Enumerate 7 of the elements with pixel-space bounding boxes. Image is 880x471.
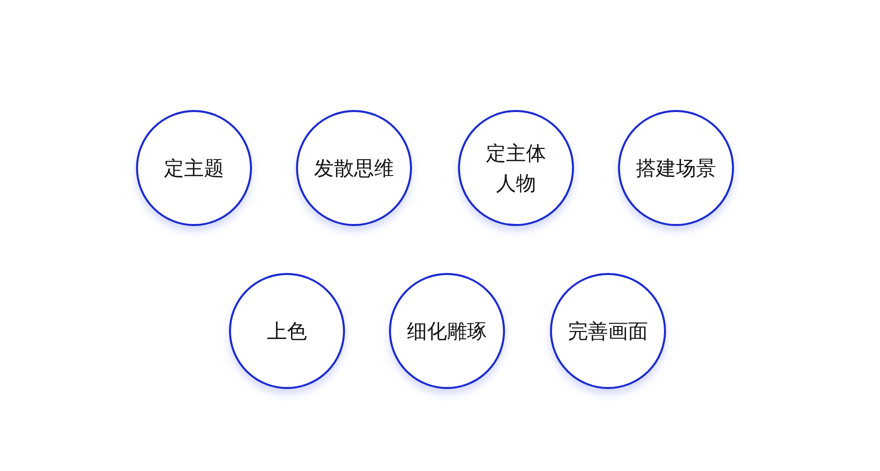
step-label: 搭建场景	[636, 155, 716, 182]
step-label: 发散思维	[314, 155, 394, 182]
step-label: 上色	[267, 318, 307, 345]
step-label: 完善画面	[568, 318, 648, 345]
step-label: 细化雕琢	[407, 318, 487, 345]
step-label: 定主体人物	[485, 140, 547, 197]
step-label: 定主题	[164, 155, 224, 182]
